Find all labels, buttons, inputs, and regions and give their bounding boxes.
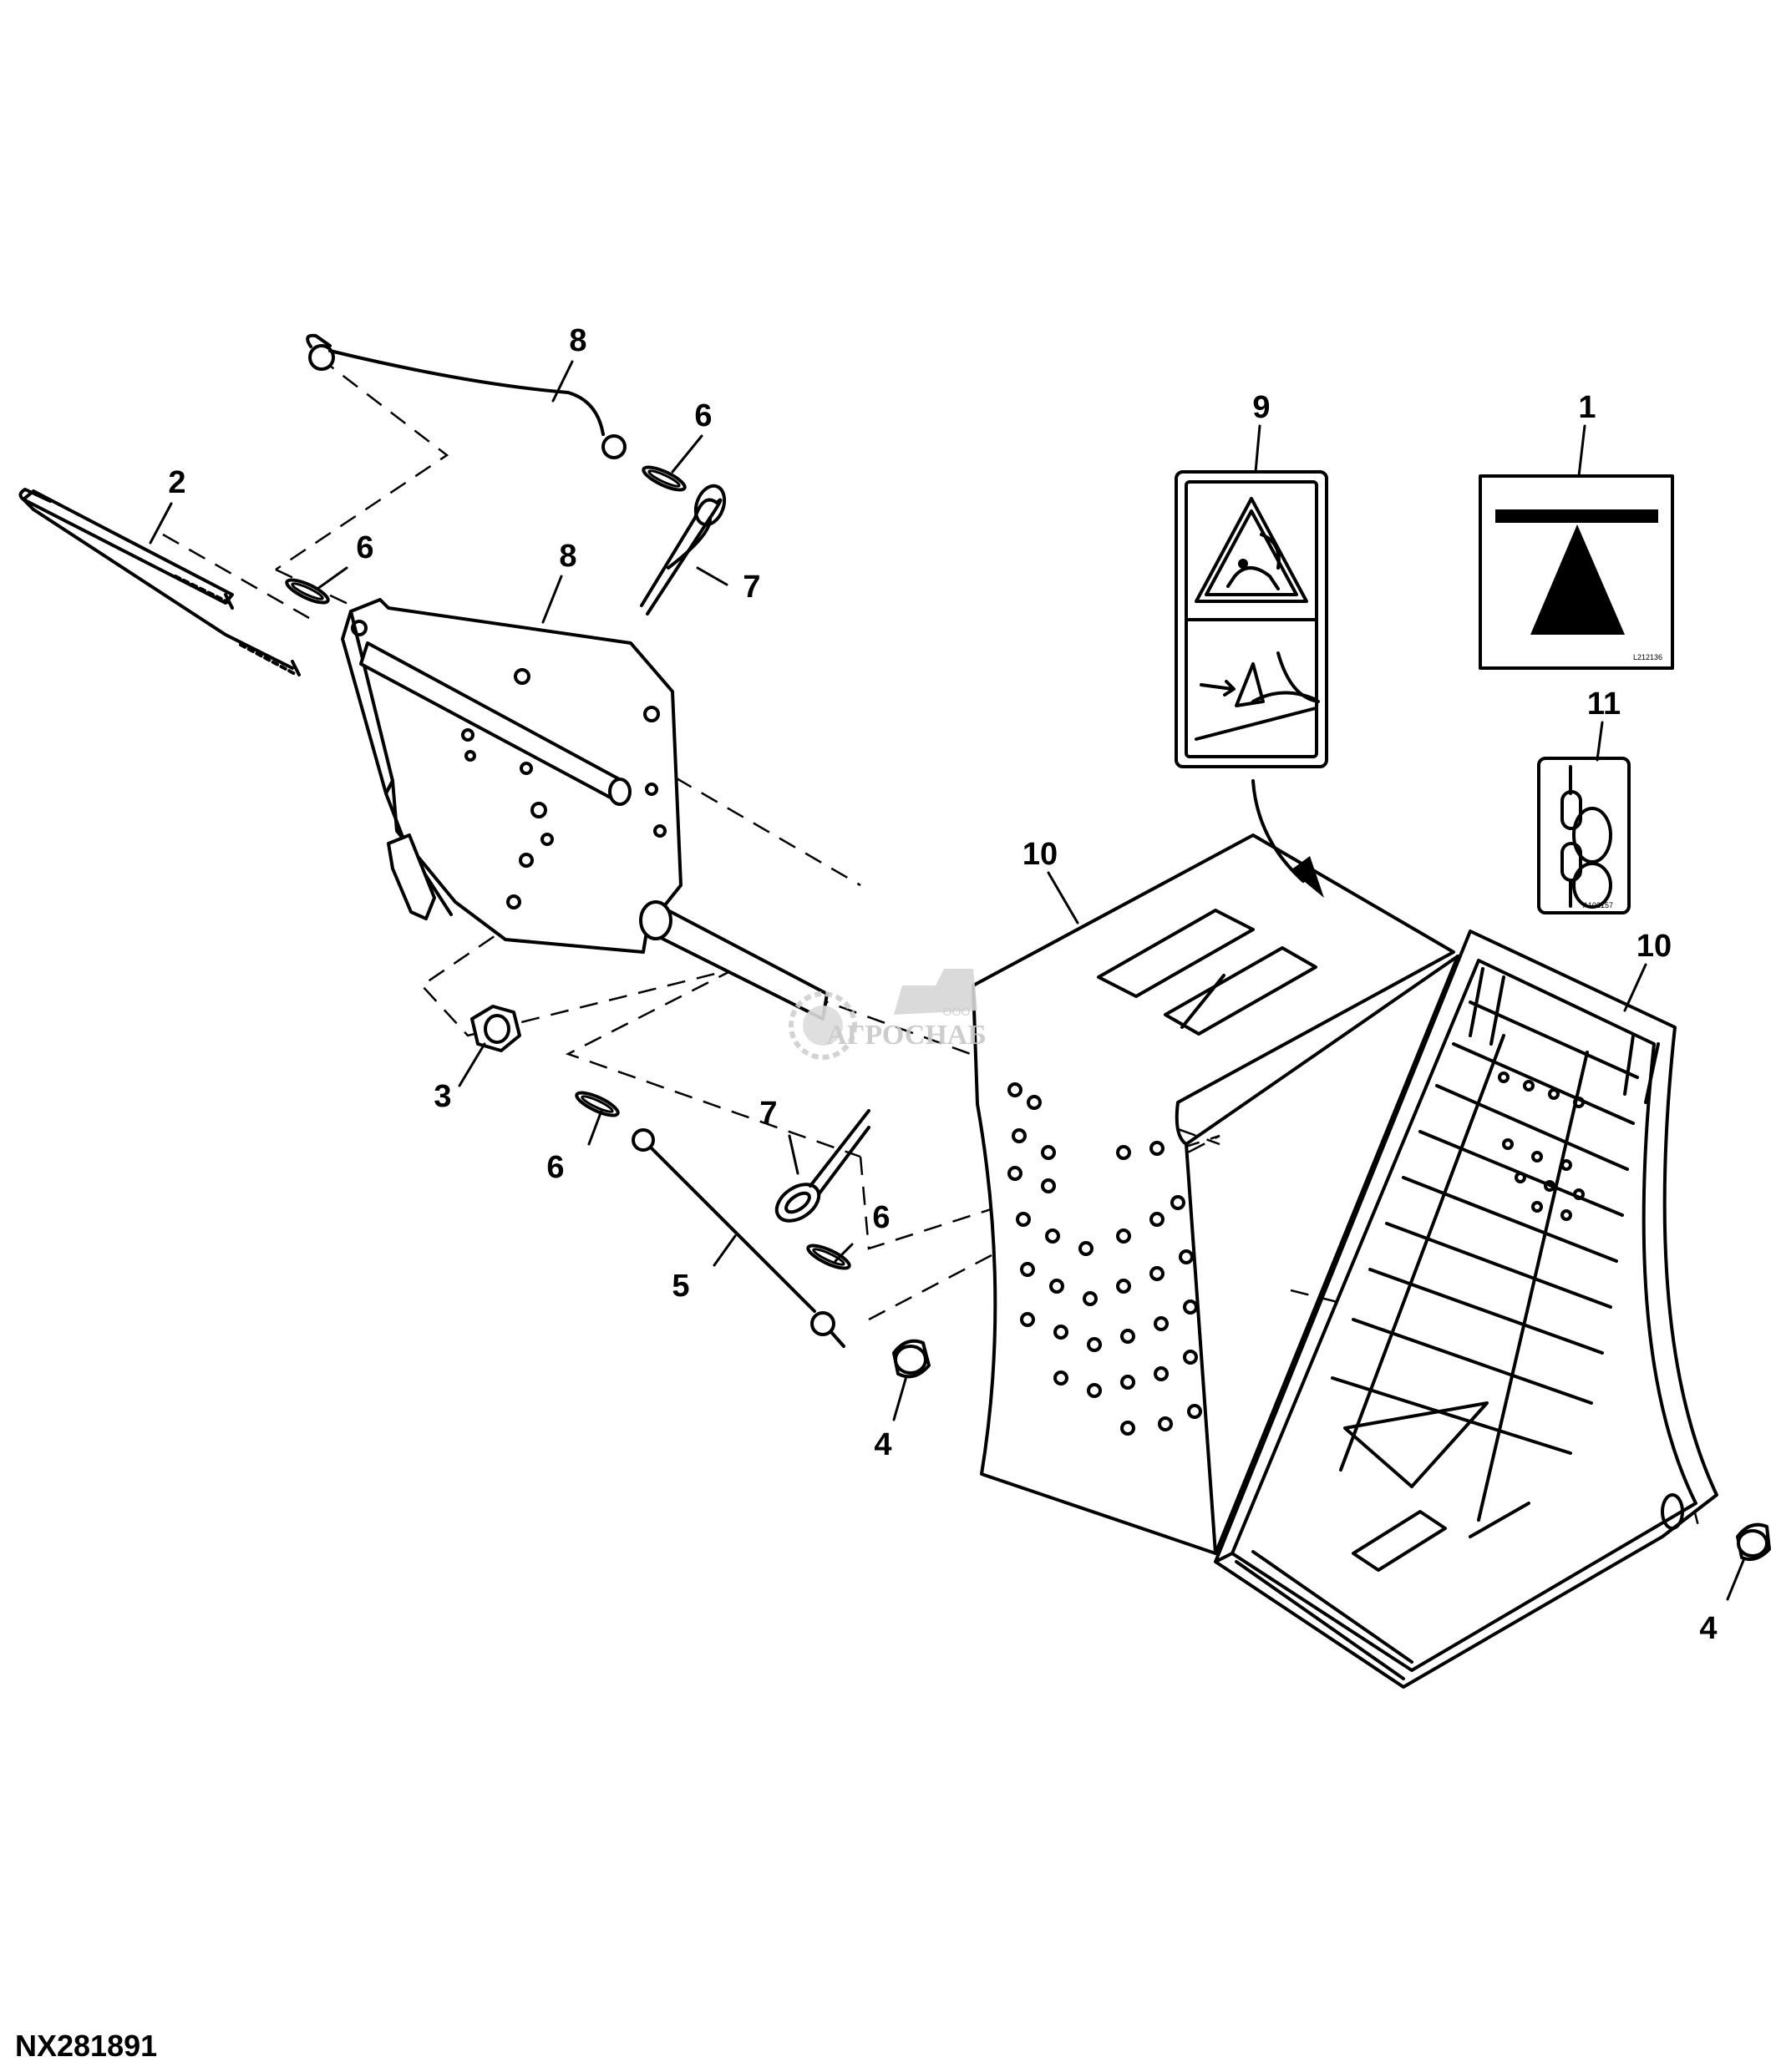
callout-4-left: 4 xyxy=(874,1427,891,1462)
watermark-name: АГРОСНАБ xyxy=(826,1020,987,1051)
part-8-bracket xyxy=(341,598,829,1021)
callout-6-left: 6 xyxy=(356,530,373,565)
part-3-nut xyxy=(458,1005,521,1087)
callout-5-top: 8 xyxy=(569,323,586,358)
part-2-pin xyxy=(18,488,301,676)
part-6-ring-left xyxy=(285,578,330,605)
callout-1: 1 xyxy=(1578,390,1596,425)
part-6-ring-lower-right xyxy=(806,1244,851,1270)
callout-4-right: 4 xyxy=(1699,1611,1717,1646)
part-11-chain-decal: A102157 xyxy=(1537,757,1631,914)
chock-holes xyxy=(1007,1082,1202,1436)
part-4-plug-right xyxy=(1726,1522,1771,1601)
part-10-chock-front xyxy=(972,833,1459,1555)
part-4-plug-left xyxy=(892,1339,931,1421)
part-1-lift-point-decal: L212136 xyxy=(1479,474,1674,670)
callout-6-lower-left: 6 xyxy=(546,1150,564,1185)
part-6-ring-top xyxy=(642,465,687,492)
part-10-chock-rear xyxy=(1214,930,1718,1689)
part-5-lanyard-top xyxy=(306,333,627,459)
part-5-lanyard-bottom xyxy=(632,1128,845,1348)
decal-1-code: L212136 xyxy=(1633,653,1662,661)
callout-7-bottom: 7 xyxy=(759,1096,777,1131)
callout-10-rear: 10 xyxy=(1636,929,1672,964)
callout-3: 3 xyxy=(434,1079,451,1114)
part-7-clip-bottom xyxy=(774,1109,870,1223)
callout-7-top: 7 xyxy=(743,570,760,605)
watermark-org-form: ООО xyxy=(943,1005,971,1018)
part-7-clip-top xyxy=(640,484,727,616)
figure-id: NX281891 xyxy=(15,2029,157,2063)
callout-9: 9 xyxy=(1252,390,1270,425)
callout-6-top: 6 xyxy=(694,398,712,433)
decal-11-code: A102157 xyxy=(1583,901,1613,909)
part-6-ring-lower-left xyxy=(575,1091,620,1117)
callout-11: 11 xyxy=(1587,686,1621,722)
callout-6-lower-right: 6 xyxy=(872,1200,890,1235)
chock-ribs xyxy=(1235,967,1660,1680)
callout-leaders xyxy=(149,360,1647,1267)
watermark-logo: ООО АГРОСНАБ xyxy=(789,969,987,1060)
callout-10-front: 10 xyxy=(1022,837,1058,872)
callout-5-bottom: 5 xyxy=(672,1269,689,1304)
decal-placement-arrow xyxy=(1251,779,1324,898)
callout-2: 2 xyxy=(168,465,185,500)
callout-8: 8 xyxy=(559,539,576,574)
callout-labels: 8 6 2 6 8 7 9 1 11 10 10 3 6 7 6 5 4 4 xyxy=(168,323,1717,1646)
part-9-warning-decal xyxy=(1175,470,1328,768)
